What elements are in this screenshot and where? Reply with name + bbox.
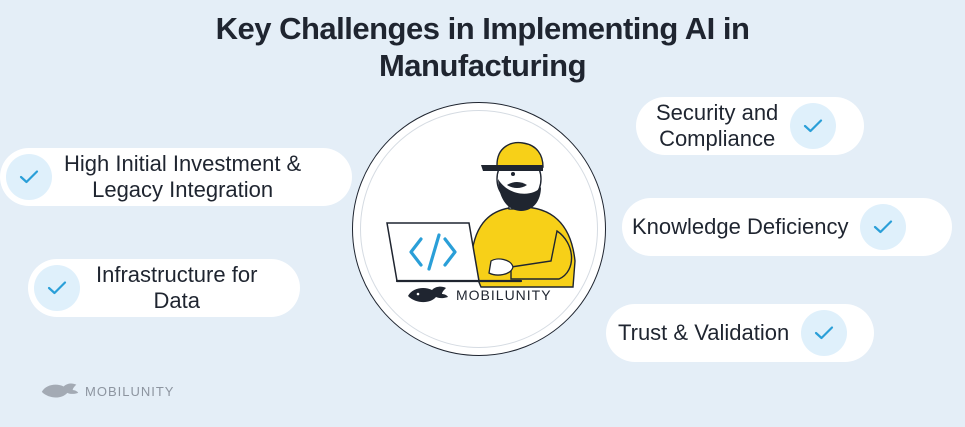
challenge-label: Security and Compliance [656,100,779,151]
center-brand-text: MOBILUNITY [456,287,552,303]
developer-illustration [386,141,576,288]
title-line-1: Key Challenges in Implementing AI in [215,11,750,46]
check-badge [860,204,907,250]
check-icon [815,326,834,340]
challenge-label: Infrastructure for Data [96,262,258,313]
check-badge [790,103,837,149]
center-illustration-frame [360,110,598,348]
challenge-item-trust: Trust & Validation [606,304,874,362]
check-badge [801,310,848,356]
challenge-item-knowledge: Knowledge Deficiency [622,198,952,256]
check-badge [34,265,80,311]
challenge-label: Knowledge Deficiency [632,214,849,239]
check-icon [804,119,823,133]
footer-brand-text: MOBILUNITY [85,383,175,399]
challenge-label: Trust & Validation [618,320,790,345]
challenge-label: High Initial Investment & Legacy Integra… [64,151,302,202]
check-icon [47,281,67,295]
check-icon [19,170,39,184]
challenge-item-infrastructure: Infrastructure for Data [28,259,300,317]
page-title: Key Challenges in Implementing AI in Man… [0,10,965,84]
title-line-2: Manufacturing [378,48,587,83]
check-badge [6,154,52,200]
center-brand: MOBILUNITY [406,284,552,306]
check-icon [874,220,893,234]
challenge-item-investment: High Initial Investment & Legacy Integra… [0,148,352,206]
footer-logo: MOBILUNITY [40,381,174,401]
whale-logo-icon [41,383,79,398]
whale-logo-icon [408,286,448,303]
challenge-item-security: Security and Compliance [636,97,864,155]
